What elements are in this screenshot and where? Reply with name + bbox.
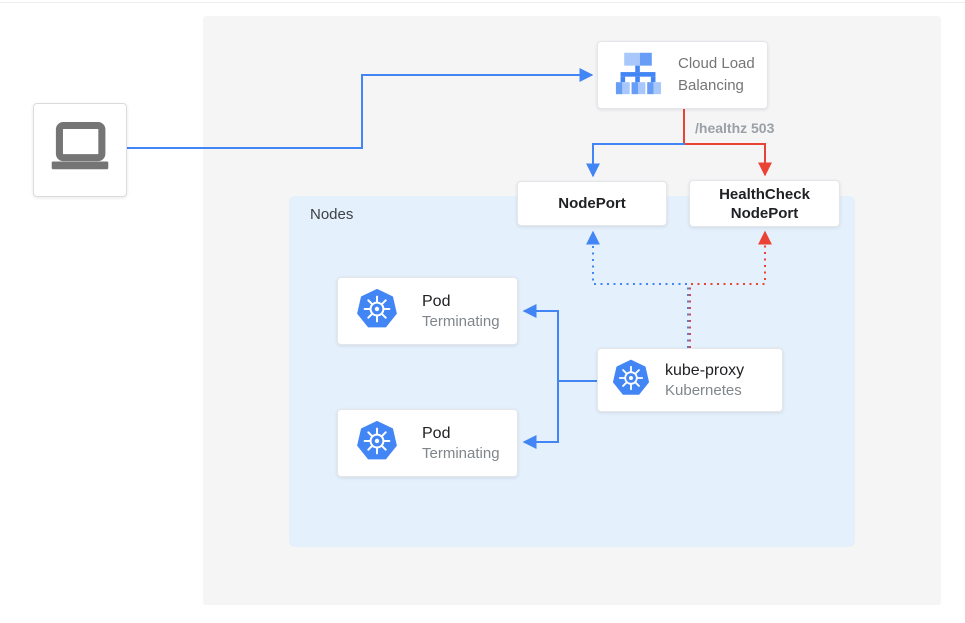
- top-divider: [0, 2, 965, 3]
- kubernetes-icon: [355, 287, 399, 336]
- laptop-icon: [49, 121, 111, 180]
- load-balancer-icon: [613, 50, 663, 101]
- nodes-panel-label: Nodes: [310, 206, 354, 223]
- cloud-load-balancing-card: Cloud Load Balancing: [597, 41, 768, 109]
- kube-proxy-title: kube-proxy: [665, 361, 745, 379]
- kubernetes-icon: [611, 358, 651, 403]
- pod-status: Terminating: [422, 444, 500, 462]
- pod-terminating-card-2: Pod Terminating: [337, 409, 518, 477]
- load-balancer-title: Cloud Load Balancing: [678, 55, 755, 94]
- nodeport-card: NodePort: [517, 181, 667, 226]
- client-card: [33, 103, 127, 197]
- kube-proxy-subtitle: Kubernetes: [665, 381, 742, 399]
- healthz-status-label: /healthz 503: [695, 120, 775, 136]
- healthcheck-nodeport-card: HealthCheck NodePort: [689, 180, 840, 227]
- kube-proxy-card: kube-proxy Kubernetes: [597, 348, 783, 412]
- pod-title: Pod: [422, 292, 451, 310]
- pod-terminating-card-1: Pod Terminating: [337, 277, 518, 345]
- kubernetes-icon: [355, 419, 399, 468]
- nodeport-label: NodePort: [558, 195, 626, 212]
- healthcheck-nodeport-label: HealthCheck NodePort: [719, 185, 810, 222]
- pod-status: Terminating: [422, 312, 500, 330]
- pod-title: Pod: [422, 424, 451, 442]
